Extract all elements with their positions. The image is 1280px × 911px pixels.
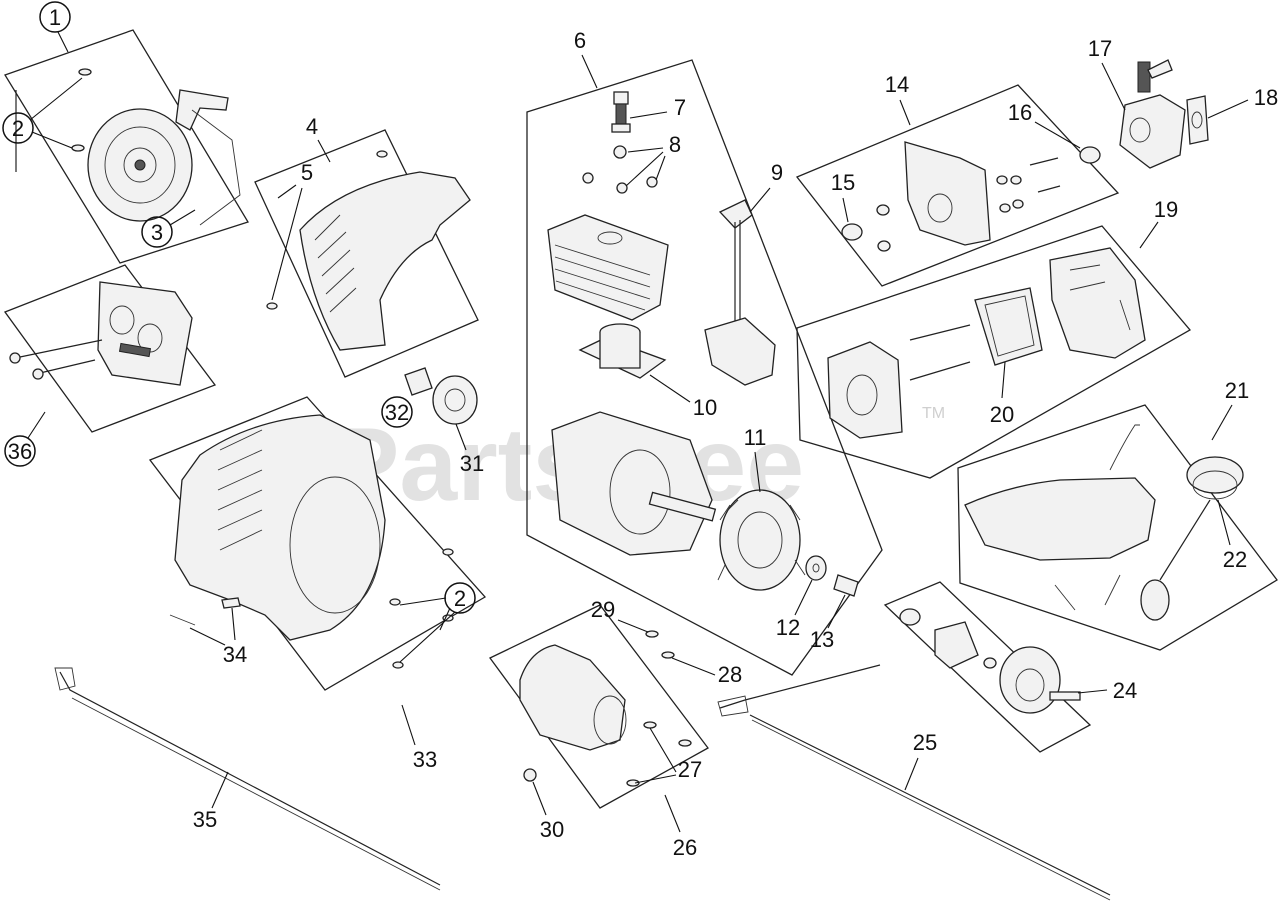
callout-label-26: 26 <box>673 835 697 860</box>
callout-label-16: 16 <box>1008 100 1032 125</box>
callout-6: 6 <box>574 28 598 89</box>
callout-label-21: 21 <box>1225 378 1249 403</box>
part-group-engine-shroud[interactable] <box>148 396 487 691</box>
callout-11: 11 <box>744 425 767 493</box>
callout-2-shroud: 2 <box>399 582 476 663</box>
callout-label-28: 28 <box>718 662 742 687</box>
part-throttle-cable-35[interactable] <box>54 667 441 891</box>
callout-label-31: 31 <box>460 451 484 476</box>
callout-31: 31 <box>455 423 484 476</box>
callout-label-36: 36 <box>8 439 32 464</box>
callout-5: 5 <box>271 160 313 301</box>
callout-label-6: 6 <box>574 28 586 53</box>
callout-14: 14 <box>885 72 911 126</box>
callout-label-19: 19 <box>1154 197 1178 222</box>
callout-label-17: 17 <box>1088 36 1112 61</box>
callout-15: 15 <box>831 170 855 223</box>
callout-4: 4 <box>306 114 331 163</box>
callout-label-29: 29 <box>591 597 615 622</box>
callout-label-15: 15 <box>831 170 855 195</box>
callout-label-13: 13 <box>810 627 834 652</box>
callout-label-20: 20 <box>990 402 1014 427</box>
callout-label-9: 9 <box>771 160 783 185</box>
callout-8: 8 <box>625 132 681 187</box>
callout-label-1: 1 <box>49 5 61 30</box>
callout-35: 35 <box>193 771 229 832</box>
callout-2-starter: 2 <box>2 77 83 149</box>
callout-9: 9 <box>749 160 783 213</box>
callout-label-34: 34 <box>223 642 247 667</box>
callout-label-2a: 2 <box>12 116 24 141</box>
callout-label-27: 27 <box>678 757 702 782</box>
part-group-air-filter[interactable] <box>796 225 1192 479</box>
callout-label-24: 24 <box>1113 678 1137 703</box>
callout-label-32: 32 <box>385 400 409 425</box>
callout-label-7: 7 <box>674 95 686 120</box>
callout-1: 1 <box>39 1 71 53</box>
callout-27: 27 <box>634 727 702 784</box>
part-group-fuel-tank[interactable] <box>957 404 1278 651</box>
part-carburetor-17[interactable] <box>1119 59 1186 169</box>
callout-label-4: 4 <box>306 114 318 139</box>
callout-12: 12 <box>776 579 813 640</box>
callout-label-14: 14 <box>885 72 909 97</box>
callout-30: 30 <box>532 781 564 842</box>
callout-33: 33 <box>401 704 437 772</box>
callout-label-10: 10 <box>693 395 717 420</box>
callout-label-25: 25 <box>913 730 937 755</box>
callout-label-30: 30 <box>540 817 564 842</box>
part-group-starter[interactable] <box>4 29 249 264</box>
callout-label-35: 35 <box>193 807 217 832</box>
callout-24: 24 <box>1077 678 1137 703</box>
callout-25: 25 <box>904 730 937 791</box>
callout-28: 28 <box>671 657 742 687</box>
part-group-air-box[interactable] <box>795 84 1120 287</box>
callout-label-2b: 2 <box>454 586 466 611</box>
callout-29: 29 <box>591 597 649 633</box>
part-group-front-housing[interactable] <box>489 604 709 809</box>
callout-label-33: 33 <box>413 747 437 772</box>
callout-10: 10 <box>649 374 717 420</box>
callout-34: 34 <box>189 607 247 667</box>
callout-18: 18 <box>1207 85 1278 119</box>
callout-36: 36 <box>4 411 46 467</box>
part-spacer-32[interactable] <box>404 367 433 396</box>
callout-32: 32 <box>381 396 413 428</box>
callout-label-11: 11 <box>744 425 767 450</box>
callout-20: 20 <box>990 361 1014 427</box>
callout-label-3: 3 <box>151 220 163 245</box>
callout-3: 3 <box>141 209 196 248</box>
part-group-muffler[interactable] <box>3 264 217 433</box>
callout-label-18: 18 <box>1254 85 1278 110</box>
part-gasket-18[interactable] <box>1186 95 1209 145</box>
callout-22: 22 <box>1217 499 1247 572</box>
callout-19: 19 <box>1139 197 1178 249</box>
callout-17: 17 <box>1088 36 1126 111</box>
callout-label-22: 22 <box>1223 547 1247 572</box>
part-group-clutch[interactable] <box>883 581 1092 753</box>
part-group-fan-cover[interactable] <box>254 129 479 378</box>
callout-label-5: 5 <box>301 160 313 185</box>
callout-26: 26 <box>664 794 697 860</box>
callout-13: 13 <box>810 594 846 652</box>
callout-label-12: 12 <box>776 615 800 640</box>
callout-21: 21 <box>1211 378 1249 441</box>
callout-7: 7 <box>629 95 686 120</box>
part-wire-harness-25[interactable] <box>717 664 1111 901</box>
part-group-engine[interactable] <box>526 59 883 676</box>
watermark-tm: TM <box>922 405 945 422</box>
callout-16: 16 <box>1008 100 1081 149</box>
callout-label-8: 8 <box>669 132 681 157</box>
part-clutch-drum-31[interactable] <box>432 375 478 425</box>
